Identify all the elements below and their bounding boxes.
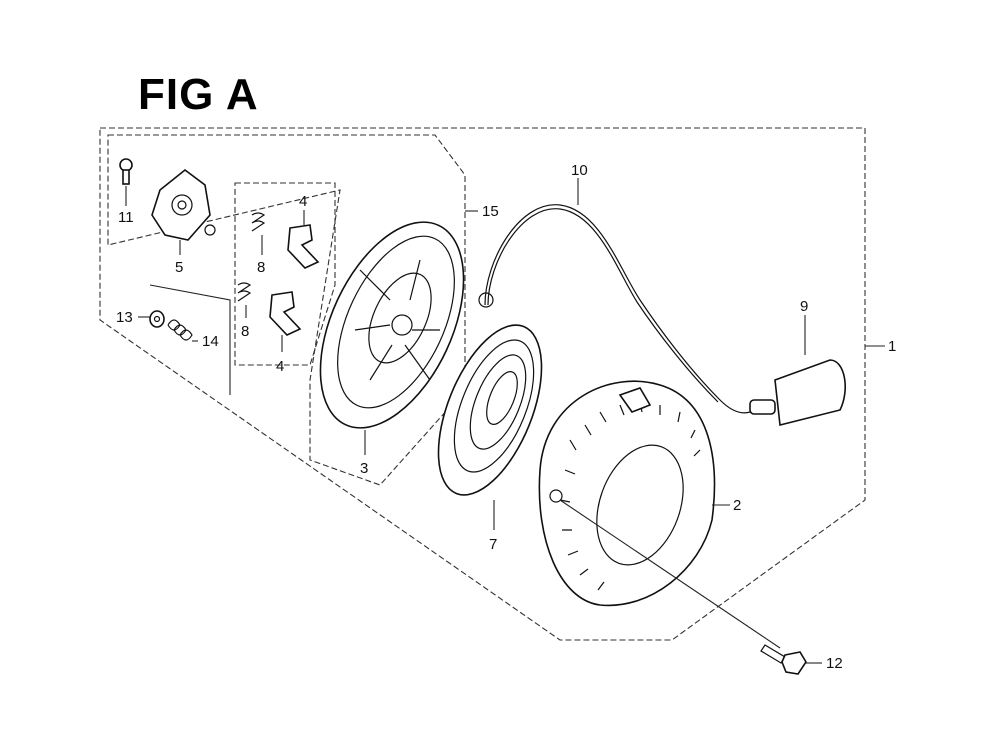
ratchet-upper	[287, 210, 320, 269]
callout-1: 1	[888, 338, 896, 355]
recoil-spring-part	[437, 324, 543, 530]
return-spring-part	[167, 319, 198, 342]
ratchet-subgroup-outline	[234, 182, 336, 366]
callout-3: 3	[360, 460, 368, 477]
callout-9: 9	[800, 298, 808, 315]
callout-7: 7	[489, 536, 497, 553]
callout-14: 14	[202, 333, 219, 350]
callout-10: 10	[571, 162, 588, 179]
assembly-outline	[99, 127, 866, 641]
callout-12: 12	[826, 655, 843, 672]
ratchet-guide-part	[151, 168, 216, 255]
friction-spring-lower	[237, 282, 252, 318]
starter-case-part	[538, 380, 730, 607]
friction-spring-upper	[251, 212, 266, 255]
spring-subgroup-bracket	[149, 284, 231, 395]
callout-15: 15	[482, 203, 499, 220]
starter-grip-part	[749, 315, 846, 426]
starter-reel-part	[319, 221, 465, 455]
ratchet-lower	[269, 291, 302, 352]
callout-13: 13	[116, 309, 133, 326]
callout-4-lower: 4	[276, 358, 284, 375]
figure-title: FIG A	[138, 70, 259, 119]
callout-8-lower: 8	[241, 323, 249, 340]
callout-8-upper: 8	[257, 259, 265, 276]
callout-11: 11	[118, 209, 134, 226]
flange-bolt-part	[559, 499, 822, 675]
callout-4-upper: 4	[299, 193, 307, 210]
callout-5: 5	[175, 259, 183, 276]
washer-part	[149, 310, 165, 328]
setting-bolt-part	[119, 158, 133, 206]
kit-outline	[107, 134, 466, 486]
starter-rope-part	[478, 178, 751, 414]
callout-2: 2	[733, 497, 741, 514]
